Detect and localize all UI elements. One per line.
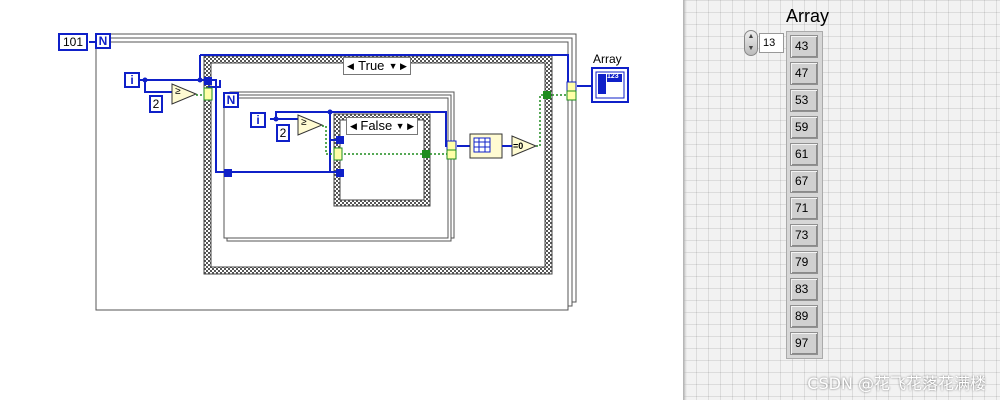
greater-equal-function-outer[interactable] [171, 83, 198, 105]
loop-count-constant[interactable]: 101 [58, 33, 88, 51]
outer-case-selector[interactable]: ◀ True ▼ ▶ [343, 57, 411, 75]
array-indicator-glyph: 123 [607, 73, 619, 80]
ge-symbol-outer: ≥ [175, 86, 181, 97]
array-element[interactable]: 61 [790, 143, 818, 166]
inner-case-selector[interactable]: ◀ False ▼ ▶ [346, 117, 418, 135]
array-title: Array [786, 6, 830, 26]
array-element[interactable]: 67 [790, 170, 818, 193]
array-frame [786, 31, 823, 359]
front-panel [683, 0, 1000, 400]
array-function-node[interactable] [469, 133, 512, 159]
decrement-arrow-icon[interactable]: ◀ [347, 61, 354, 71]
array-indicator-label: Array [593, 52, 622, 66]
diagram-canvas [89, 33, 629, 311]
outer-loop-count-terminal[interactable]: N [95, 33, 111, 49]
equal-zero-text: =0 [513, 141, 524, 151]
array-element[interactable]: 43 [790, 35, 818, 58]
outer-const-two[interactable]: 2 [149, 95, 163, 113]
inner-const-two[interactable]: 2 [276, 124, 290, 142]
inner-loop-count-terminal[interactable]: N [223, 92, 239, 108]
case-selector-terminals [203, 81, 577, 161]
ge-symbol-inner: ≥ [301, 117, 307, 128]
array-indicator-terminal[interactable] [591, 67, 629, 103]
outer-iteration-terminal[interactable]: i [124, 72, 140, 88]
array-element[interactable]: 83 [790, 278, 818, 301]
tunnels [142, 77, 551, 177]
dropdown-arrow-icon[interactable]: ▼ ▶ [388, 61, 407, 71]
array-element[interactable]: 59 [790, 116, 818, 139]
index-value[interactable]: 13 [759, 33, 784, 53]
inner-case-selector-label: False [360, 118, 393, 133]
inner-iteration-terminal[interactable]: i [250, 112, 266, 128]
decrement-arrow-icon[interactable]: ◀ [350, 121, 357, 131]
array-element[interactable]: 97 [790, 332, 818, 355]
greater-equal-function-inner[interactable] [297, 114, 324, 136]
array-element[interactable]: 79 [790, 251, 818, 274]
array-element[interactable]: 89 [790, 305, 818, 328]
index-spinner-icon[interactable]: ▲▼ [744, 30, 758, 56]
outer-case-selector-label: True [358, 58, 385, 73]
array-element[interactable]: 53 [790, 89, 818, 112]
array-index-control[interactable]: ▲▼ 13 [744, 30, 784, 56]
array-element[interactable]: 73 [790, 224, 818, 247]
block-diagram: 101 N i 2 N i 2 ≥ ≥ =0 ◀ True ▼ ▶ ◀ Fals… [58, 33, 629, 311]
watermark: CSDN @花飞花落花满楼 [807, 374, 986, 393]
array-element[interactable]: 71 [790, 197, 818, 220]
panel-divider [683, 0, 687, 400]
array-element[interactable]: 47 [790, 62, 818, 85]
dropdown-arrow-icon[interactable]: ▼ ▶ [395, 121, 414, 131]
